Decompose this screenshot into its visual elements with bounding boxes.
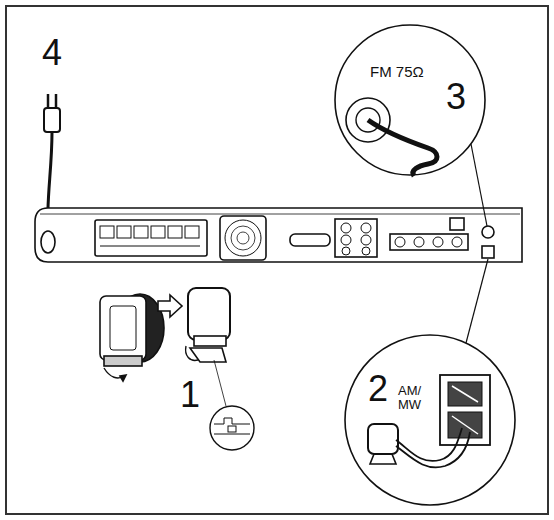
receiver-rear-panel-part [35,208,522,262]
am-callout-part [345,335,515,505]
loop-antenna-assembly-part [186,346,198,360]
loop-antenna-assembly-part [188,288,230,340]
fm-callout-part [368,120,437,176]
receiver-rear-panel-part [40,214,520,215]
receiver-rear-panel-part-part [341,223,351,233]
am-callout-part [440,375,490,445]
callout-number: 1 [180,376,200,414]
loop-antenna-assembly-part-part [214,418,250,424]
fm-callout-part [335,25,485,175]
receiver-rear-panel [35,208,522,262]
receiver-rear-panel-part [395,237,462,247]
jack-label: FM 75Ω [370,64,424,80]
receiver-rear-panel-part [450,218,464,230]
loop-antenna-assembly-part [100,296,146,360]
loop-antenna-assembly-part [214,418,250,434]
am-callout-part [368,424,398,454]
fm-callout [335,25,487,226]
receiver-rear-panel-part [341,223,371,255]
receiver-rear-panel-part-part [361,223,371,233]
am-callout [345,259,515,505]
receiver-rear-panel-part [390,234,468,250]
receiver-rear-panel-part [41,231,55,253]
receiver-rear-panel-part-part [100,246,200,247]
receiver-rear-panel-part-part [134,226,148,238]
receiver-rear-panel-part-part [414,237,424,247]
receiver-rear-panel-part-part [117,226,131,238]
receiver-rear-panel-part-part [342,247,350,255]
loop-antenna-assembly-part [210,406,254,450]
receiver-rear-panel-part-part [395,237,405,247]
callout-number: 2 [368,370,388,408]
power-cord-part [44,108,60,132]
am-callout-part [370,454,396,464]
receiver-rear-panel-part-part [168,226,182,238]
receiver-rear-panel-part-part [100,226,114,238]
receiver-rear-panel-part-part [452,237,462,247]
fm-callout-part [471,144,487,226]
receiver-rear-panel-part [482,246,494,258]
am-callout-part [452,416,478,434]
loop-antenna-assembly [100,288,254,450]
power-cord-part [55,94,58,108]
loop-antenna-assembly-part [158,295,182,317]
terminal-label: AM/ MW [398,384,436,411]
receiver-rear-panel-part-part [341,235,351,245]
am-callout-part [448,412,482,438]
loop-antenna-assembly-part-part [214,434,250,435]
loop-antenna-assembly-part-part [228,426,236,432]
receiver-rear-panel-part [220,216,266,260]
loop-antenna-assembly-part [194,336,226,346]
loop-antenna-assembly-part [120,375,126,381]
frame-border [6,6,548,514]
callout-number: 3 [446,78,466,116]
am-callout-part [396,428,462,461]
am-callout-part [466,259,488,343]
receiver-rear-panel-part [290,234,330,246]
loop-antenna-assembly-part [110,306,136,350]
receiver-rear-panel-part-part [151,226,165,238]
receiver-rear-panel-part-part [185,226,199,238]
receiver-rear-panel-part [237,232,249,244]
power-cord-part [47,94,50,108]
loop-antenna-assembly-part [214,360,226,406]
receiver-rear-panel-part [225,220,261,256]
receiver-rear-panel-part [95,220,207,256]
receiver-rear-panel-part [231,226,255,250]
am-callout-part [448,382,482,406]
receiver-rear-panel-part-part [361,235,371,245]
loop-antenna-assembly-part [104,356,142,366]
receiver-rear-panel-part-part [433,237,443,247]
receiver-rear-panel-part [335,219,377,257]
am-callout-part [396,432,470,467]
am-callout-part [452,386,478,402]
callout-number: 4 [42,34,62,72]
receiver-rear-panel-part [100,226,200,246]
receiver-rear-panel-part [482,226,494,238]
receiver-rear-panel-part-part [362,247,370,255]
